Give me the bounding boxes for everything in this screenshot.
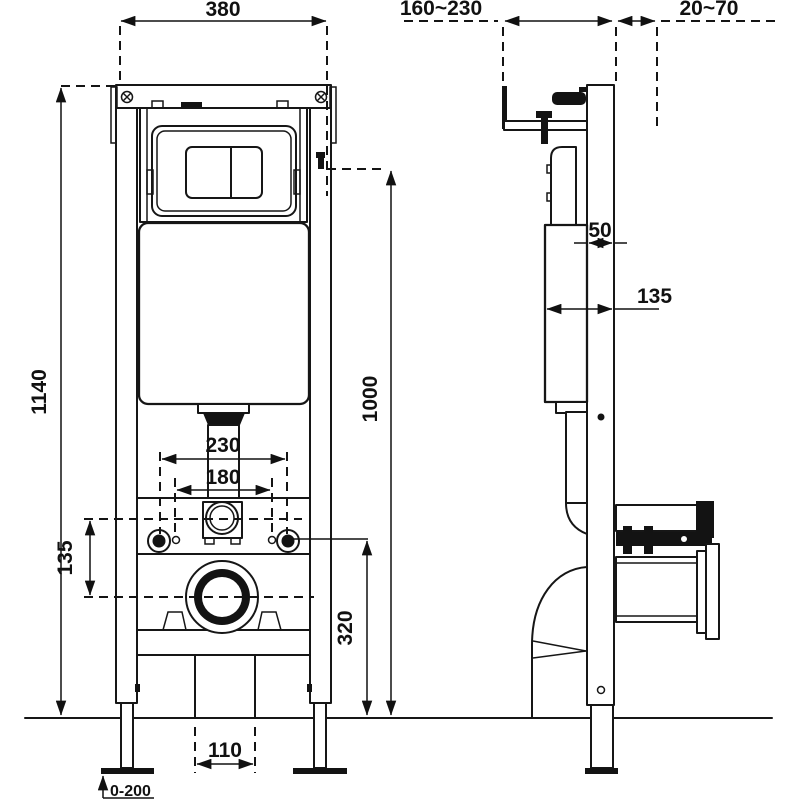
- cistern-tank: [137, 221, 311, 406]
- dim-label-outlet-gap: 110: [208, 739, 242, 762]
- dim-foot-adjust: 0-200: [97, 775, 154, 800]
- corner-screw-right: [314, 90, 328, 104]
- leg-lock-right: [307, 684, 312, 692]
- dim-frame-width: 380: [119, 0, 328, 196]
- adjustable-leg-right: [313, 702, 327, 769]
- leg-lock-left: [135, 684, 140, 692]
- dim-tank-depth: 135: [546, 285, 672, 315]
- frame-rail-right: [309, 107, 332, 704]
- rail-hole-upper: [597, 413, 605, 421]
- flush-plate-inner-edge: [156, 130, 292, 212]
- foot-plate-right: [293, 768, 347, 774]
- foot-plate-left: [101, 768, 154, 774]
- side-view: [502, 84, 720, 774]
- dim-label-bolt-spacing: 180: [205, 466, 240, 489]
- dim-rail-depth: 50: [574, 219, 627, 249]
- corner-screw-left: [120, 90, 134, 104]
- foot-plate-side: [585, 768, 618, 774]
- pan-fixing-rods: [616, 526, 712, 554]
- lower-crossbar: [136, 629, 311, 656]
- plate-clip-left: [146, 169, 154, 195]
- adjustable-leg-left: [120, 702, 134, 769]
- flush-unit-anchor: [316, 152, 325, 169]
- dim-label-foot-adjust: 0-200: [110, 783, 151, 800]
- bracket-t-bolt: [536, 111, 552, 144]
- front-view: [101, 84, 347, 774]
- dim-flush-height: 1000: [327, 168, 397, 716]
- dim-label-frame-width: 380: [205, 0, 240, 21]
- frame-rail-left: [115, 107, 138, 704]
- rail-hole-lower: [596, 685, 606, 695]
- dim-label-rail-depth: 50: [588, 219, 611, 242]
- cistern-tank-side: [543, 223, 589, 404]
- dim-label-front-clearance: 20~70: [680, 0, 739, 20]
- flush-pipe-seal: [203, 413, 245, 425]
- dim-outlet-gap: 110: [194, 727, 256, 773]
- drain-bracket-left: [162, 611, 187, 631]
- dim-label-flush-height: 1000: [359, 376, 382, 423]
- flush-bend-housing: [202, 501, 243, 545]
- dim-pipe-spacing: 230: [159, 434, 288, 534]
- dim-drain-height: 320: [291, 538, 373, 716]
- fixing-bolt-left: [147, 529, 181, 553]
- dim-label-frame-height: 1140: [28, 369, 51, 415]
- dimensions: 380 1140 1000 320 230: [28, 0, 776, 800]
- fill-valve-housing: [550, 146, 577, 225]
- threaded-rod: [552, 92, 586, 105]
- dim-label-install-depth: 160~230: [400, 0, 482, 20]
- drain-connector: [615, 543, 720, 640]
- dim-label-drain-height: 320: [334, 610, 357, 645]
- dim-bolt-spacing: 180: [174, 466, 273, 534]
- drain-bracket-right: [257, 611, 282, 631]
- flush-pipe-collar: [197, 403, 250, 414]
- top-crossbar: [115, 84, 332, 109]
- flush-pipe-side: [565, 411, 588, 504]
- dim-label-tank-depth: 135: [637, 285, 672, 308]
- flush-pipe-bend: [565, 502, 588, 535]
- dual-flush-buttons: [185, 146, 263, 199]
- plate-clip-right: [293, 169, 301, 195]
- drain-elbow-curve: [531, 566, 588, 646]
- dim-label-inlet-drain-offset: 135: [54, 540, 77, 575]
- dim-inlet-drain-offset: 135: [54, 518, 314, 598]
- wall-bracket-arm: [502, 86, 507, 129]
- dim-frame-height: 1140: [28, 85, 117, 716]
- rod-clamp: [579, 87, 588, 92]
- dim-label-pipe-spacing: 230: [205, 434, 240, 457]
- dim-install-depth: 160~230 20~70: [400, 0, 776, 126]
- adjustable-leg-side: [590, 704, 614, 769]
- side-rail: [586, 84, 615, 706]
